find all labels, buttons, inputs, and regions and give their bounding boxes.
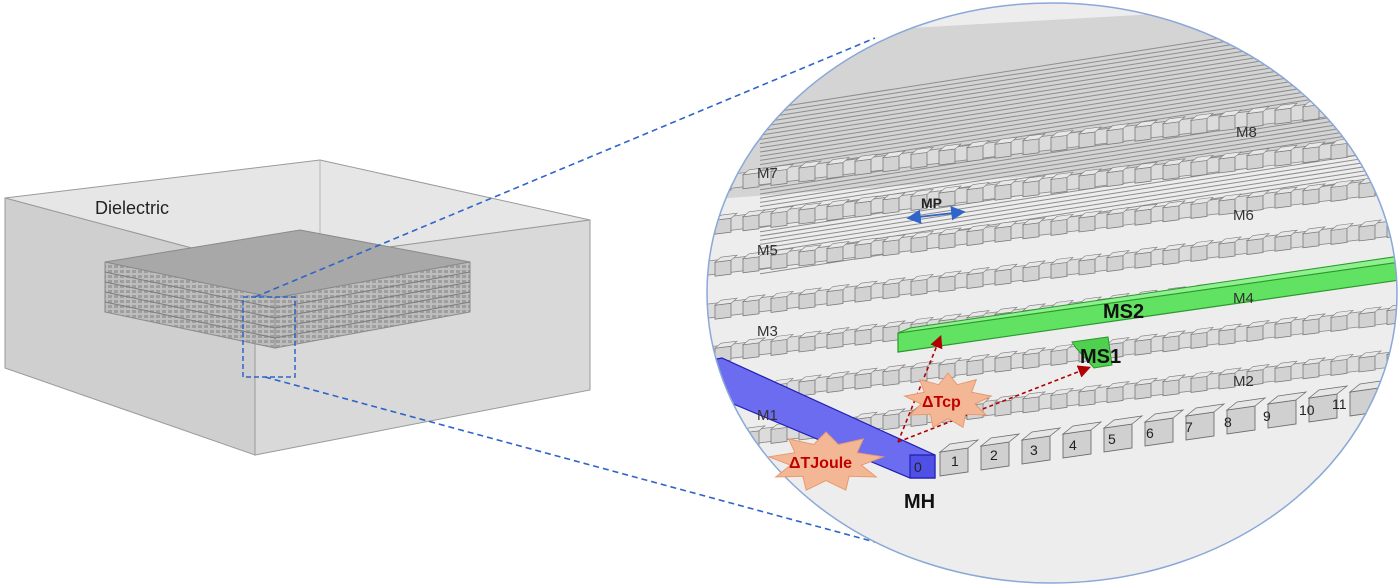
line-index-9: 9 xyxy=(1263,408,1271,424)
line-index-6: 6 xyxy=(1146,425,1154,441)
delta-t-cp-badge: ΔTcp xyxy=(903,372,993,429)
layer-bands xyxy=(707,89,1397,451)
mp-label: MP xyxy=(921,195,942,211)
stack-side-face xyxy=(274,261,471,349)
joule-star-shape xyxy=(766,431,886,491)
line-index-10: 10 xyxy=(1299,402,1315,418)
line-index-5: 5 xyxy=(1108,431,1116,447)
layer-label-m6: M6 xyxy=(1233,207,1254,224)
zoom-selection xyxy=(242,296,296,378)
line-index-2: 2 xyxy=(990,447,998,463)
delta-t-cp-label: ΔTcp xyxy=(922,394,961,411)
mh-heater-end xyxy=(909,454,936,479)
ms2-sensor-top xyxy=(897,255,1397,334)
layer-label-m4: M4 xyxy=(1233,290,1254,307)
layer-label-m1: M1 xyxy=(757,407,778,424)
layer-label-m5: M5 xyxy=(757,242,778,259)
front-row-lines xyxy=(938,373,1397,477)
line-index-7: 7 xyxy=(1185,419,1193,435)
metal-pitch-indicator: MP xyxy=(906,195,966,224)
line-index-0: 0 xyxy=(914,459,922,475)
heat-arrow-to-ms1 xyxy=(897,365,1091,443)
mp-arrow xyxy=(906,206,966,224)
delta-t-joule-badge: ΔTJoule xyxy=(766,431,886,491)
layer-label-m2: M2 xyxy=(1233,373,1254,390)
layer-label-m7: M7 xyxy=(757,165,778,182)
ms2-label: MS2 xyxy=(1103,301,1144,323)
line-index-3: 3 xyxy=(1030,442,1038,458)
line-index-4: 4 xyxy=(1069,437,1077,453)
lens-outline xyxy=(706,2,1398,584)
dielectric-box: Dielectric xyxy=(4,159,591,456)
metal-stack xyxy=(104,229,471,349)
ms1-label: MS1 xyxy=(1080,346,1121,368)
line-index-11: 11 xyxy=(1332,396,1347,412)
line-index-1: 1 xyxy=(951,453,959,469)
line-index-numbers: 0 1 2 3 4 5 6 7 8 9 10 11 xyxy=(914,396,1347,475)
layer-label-m8: M8 xyxy=(1236,124,1257,141)
zoom-guide-top xyxy=(254,37,876,298)
dielectric-label: Dielectric xyxy=(95,198,169,218)
layer-labels: M1 M2 M3 M4 M5 M6 M7 M8 xyxy=(757,124,1257,424)
layer-label-m3: M3 xyxy=(757,323,778,340)
heat-flow-arrows xyxy=(897,335,1091,443)
magnified-view xyxy=(706,2,1398,584)
mh-label: MH xyxy=(904,491,935,513)
heat-arrow-to-ms2 xyxy=(897,335,943,443)
cp-star-shape xyxy=(903,372,993,429)
ms1-sensor xyxy=(1071,336,1113,369)
line-index-8: 8 xyxy=(1224,414,1232,430)
delta-t-joule-label: ΔTJoule xyxy=(789,455,852,472)
